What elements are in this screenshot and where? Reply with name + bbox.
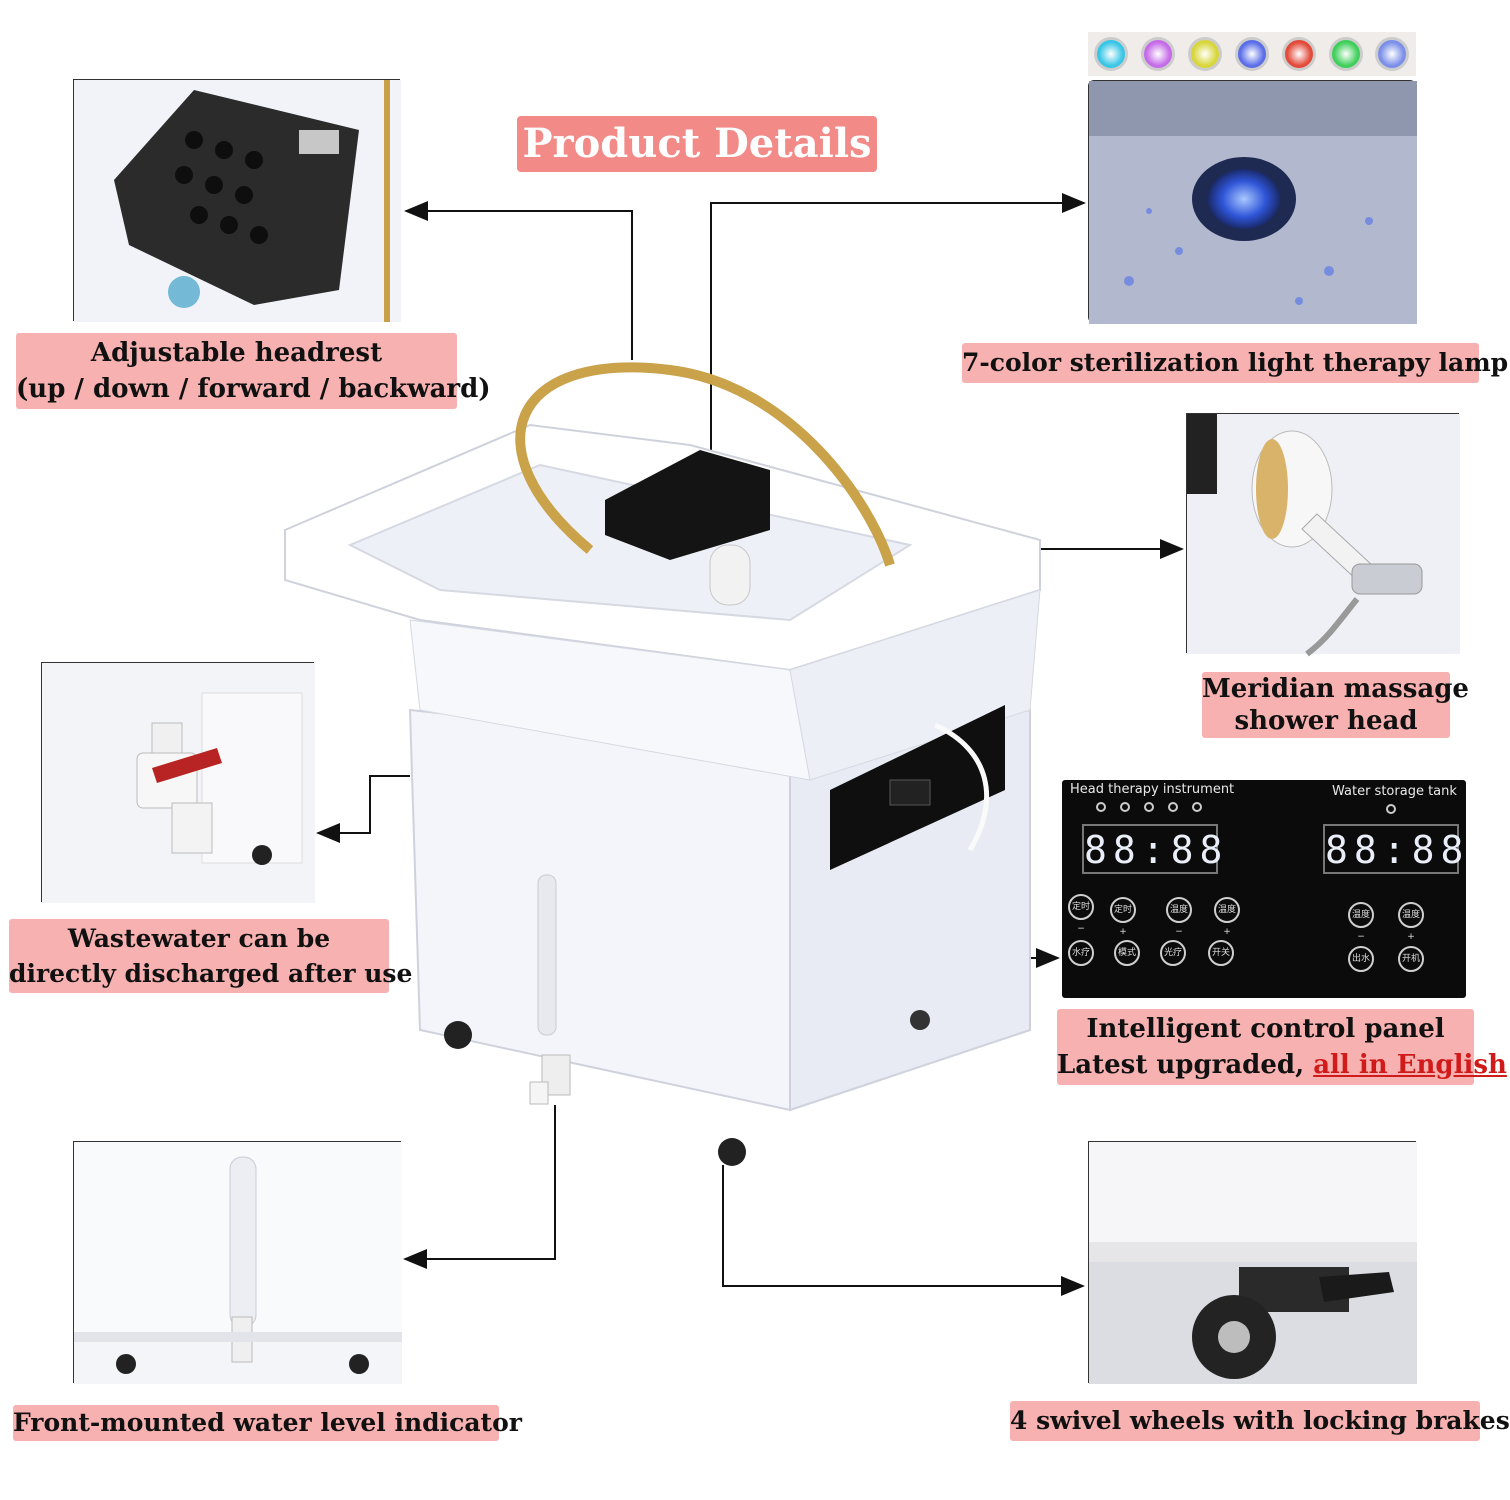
drain-label-line2: directly discharged after use xyxy=(9,959,413,988)
level-connector xyxy=(403,1105,556,1269)
lamp-color-icon xyxy=(1375,37,1410,71)
indicator-dot-icon xyxy=(1120,802,1130,812)
lamp-color-icon xyxy=(1188,37,1223,71)
left-digit-display: 88:88 xyxy=(1082,824,1222,874)
lamp-color-icon xyxy=(1094,37,1129,71)
timer-minus-button[interactable]: 定时− xyxy=(1068,894,1094,934)
panel-label: Intelligent control panel Latest upgrade… xyxy=(1057,1009,1507,1085)
therapy-lamp-icon xyxy=(1089,81,1417,324)
caster-wheel-icon xyxy=(1089,1142,1417,1384)
indicator-dot-icon xyxy=(1386,804,1396,814)
hydrotherapy-button[interactable]: 水疗 xyxy=(1068,940,1094,966)
drain-connector xyxy=(316,775,410,843)
temp-plus-button[interactable]: 温度+ xyxy=(1214,897,1240,937)
shower-label: Meridian massage shower head xyxy=(1202,672,1469,738)
shower-label-line1: Meridian massage xyxy=(1202,674,1469,704)
water-level-tube-icon xyxy=(74,1142,402,1384)
panel-label-line1: Intelligent control panel xyxy=(1086,1014,1445,1044)
headrest-connector xyxy=(404,201,633,360)
lamp-connector xyxy=(710,193,1086,560)
drain-photo xyxy=(41,662,315,903)
timer-plus-button[interactable]: 定时+ xyxy=(1110,897,1136,937)
panel-right-title: Water storage tank xyxy=(1332,784,1457,799)
headrest-photo xyxy=(73,79,401,322)
shower-photo xyxy=(1186,413,1460,657)
all-in-english-link[interactable]: all in English xyxy=(1313,1050,1507,1080)
indicator-dot-icon xyxy=(1192,802,1202,812)
power-switch-button[interactable]: 开关 xyxy=(1208,940,1234,966)
wheels-label: 4 swivel wheels with locking brakes xyxy=(1010,1401,1510,1441)
lamp-color-icon xyxy=(1281,37,1316,71)
headrest-label-line1: Adjustable headrest xyxy=(90,338,383,368)
indicator-dot-icon xyxy=(1144,802,1154,812)
headrest-label: Adjustable headrest (up / down / forward… xyxy=(16,333,491,409)
indicator-dot-icon xyxy=(1096,802,1106,812)
tank-temp-minus-button[interactable]: 温度− xyxy=(1348,902,1374,942)
drain-label: Wastewater can be directly discharged af… xyxy=(9,919,413,993)
page-title: Product Details xyxy=(517,116,877,172)
lamp-label: 7-color sterilization light therapy lamp xyxy=(962,343,1508,383)
lamp-photo xyxy=(1088,80,1417,324)
shower-label-line2: shower head xyxy=(1234,706,1418,736)
panel-label-line2: Latest upgraded, all in English xyxy=(1057,1047,1507,1083)
indicator-dot-icon xyxy=(1168,802,1178,812)
mode-button[interactable]: 模式 xyxy=(1114,940,1140,966)
water-out-button[interactable]: 出水 xyxy=(1348,946,1374,972)
temp-minus-button[interactable]: 温度− xyxy=(1166,897,1192,937)
wheels-photo xyxy=(1088,1141,1417,1384)
right-digit-display: 88:88 xyxy=(1323,824,1463,874)
lamp-color-icon xyxy=(1141,37,1176,71)
drain-label-line1: Wastewater can be xyxy=(67,924,331,953)
tank-power-on-button[interactable]: 开机 xyxy=(1398,946,1424,972)
control-panel-photo: Head therapy instrument Water storage ta… xyxy=(1062,780,1466,998)
headrest-icon xyxy=(74,80,401,322)
water-level-photo xyxy=(73,1141,402,1384)
panel-label-prefix: Latest upgraded, xyxy=(1057,1050,1314,1080)
light-therapy-button[interactable]: 光疗 xyxy=(1160,940,1186,966)
headrest-label-line2: (up / down / forward / backward) xyxy=(16,374,491,404)
water-level-label: Front-mounted water level indicator xyxy=(13,1405,522,1441)
panel-left-title: Head therapy instrument xyxy=(1070,782,1235,797)
lamp-color-icon xyxy=(1234,37,1269,71)
shower-head-icon xyxy=(1187,414,1460,657)
lamp-color-icon xyxy=(1328,37,1363,71)
wheels-connector xyxy=(722,1165,1085,1296)
drain-valve-icon xyxy=(42,663,315,903)
tank-temp-plus-button[interactable]: 温度+ xyxy=(1398,902,1424,942)
shampoo-basin-illustration xyxy=(284,362,1041,1166)
lamp-color-strip xyxy=(1088,32,1416,76)
